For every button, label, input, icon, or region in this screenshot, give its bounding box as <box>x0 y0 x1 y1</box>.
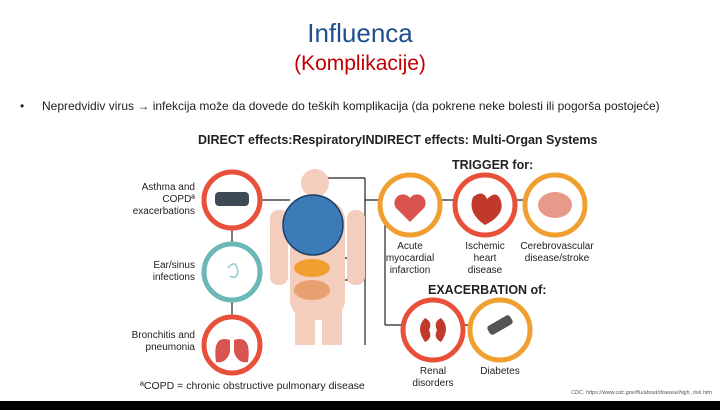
citation: CDC. https://www.cdc.gov/flu/about/disea… <box>571 390 712 396</box>
bottom-bar <box>0 401 720 410</box>
exacerbation-label: Diabetes <box>480 366 520 377</box>
human-body-illustration <box>270 169 365 345</box>
glucose-meter-icon <box>487 315 513 335</box>
kidneys-icon <box>420 318 446 342</box>
trigger-label: Acute myocardial infarction <box>385 241 435 276</box>
direct-label: Ear/sinus infections <box>152 260 195 283</box>
renal-circle <box>400 297 466 363</box>
bullet-icon: • <box>20 99 25 113</box>
slide-title: Influenca <box>307 18 413 48</box>
inhaler-icon <box>215 192 249 206</box>
exacerbation-label: Renal disorders <box>412 366 454 389</box>
brain-icon <box>538 192 572 218</box>
heart-ecg-icon <box>394 194 426 222</box>
ear-icon <box>227 263 239 279</box>
direct-heading: DIRECT effects:Respiratory <box>198 133 362 147</box>
trigger-label: Cerebrovascular disease/stroke <box>520 241 594 264</box>
bullet-point: • Nepredvidiv virus → infekcija može da d… <box>20 99 660 113</box>
trigger-label: Ischemic heart disease <box>465 241 505 276</box>
bullet-text: Nepredvidiv virus → infekcija može da do… <box>42 99 660 113</box>
exacerbation-heading: EXACERBATION of: <box>428 283 547 297</box>
bronchitis-circle <box>201 314 263 376</box>
slide-subtitle: (Komplikacije) <box>294 52 426 75</box>
ear-sinus-circle <box>201 241 263 303</box>
lungs-icon <box>215 330 249 363</box>
heart-icon <box>471 193 502 225</box>
footnote: ªCOPD = chronic obstructive pulmonary di… <box>140 380 365 392</box>
indirect-heading: INDIRECT effects: Multi-Organ Systems <box>362 133 598 147</box>
direct-label: Bronchitis and pneumonia <box>131 330 195 353</box>
trigger-heading: TRIGGER for: <box>452 158 534 172</box>
direct-label: Asthma and COPDª exacerbations <box>132 182 195 217</box>
